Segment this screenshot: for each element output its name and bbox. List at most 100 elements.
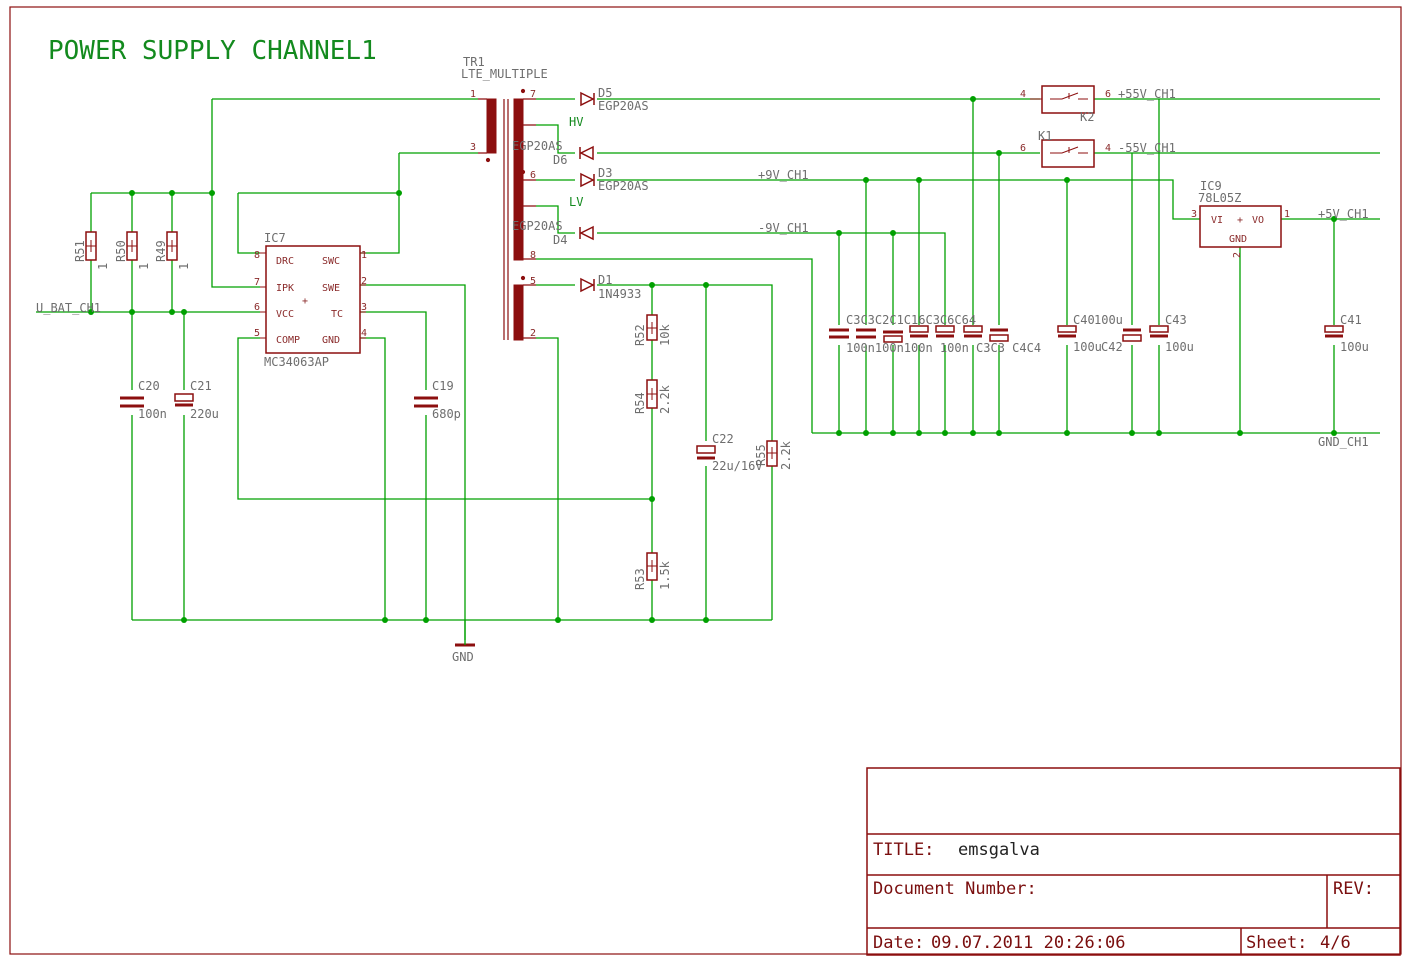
net-label-p55: +55V_CH1 <box>1118 87 1176 101</box>
regulator-ic9 <box>1199 205 1282 248</box>
ic9-pin-1: 1 <box>1284 209 1290 220</box>
k2-pin-6: 6 <box>1105 89 1111 100</box>
title-block-title-label: TITLE: <box>873 840 934 860</box>
c42-ref: C42 <box>1101 340 1123 354</box>
k1-pin-4: 4 <box>1105 143 1111 154</box>
d1-value: 1N4933 <box>598 287 641 301</box>
c20-ref: C20 <box>138 379 160 393</box>
diode-d1 <box>580 277 595 293</box>
schematic-title: POWER SUPPLY CHANNEL1 <box>48 36 377 66</box>
c21-ref: C21 <box>190 379 212 393</box>
ic7-origin-mark: + <box>302 296 308 307</box>
ic7-pin-drc: DRC <box>276 256 294 267</box>
c19-value: 680p <box>432 407 461 421</box>
r52-value: 10k <box>658 324 672 346</box>
r50-ref: R50 <box>114 240 128 262</box>
d5-value: EGP20AS <box>598 99 649 113</box>
tr1-pin-8: 8 <box>530 250 536 261</box>
ic9-plus: + <box>1237 215 1243 226</box>
ic7-value: MC34063AP <box>264 355 329 369</box>
r55-ref: R55 <box>754 444 768 466</box>
c40-value: 100u <box>1073 340 1102 354</box>
sheet-frame <box>9 6 1402 955</box>
r49-value: 1 <box>177 263 191 270</box>
title-block-sheet-label: Sheet: <box>1246 933 1307 953</box>
ic7-pinnum-1: 1 <box>361 250 367 261</box>
net-label-u-bat: U_BAT_CH1 <box>36 301 101 315</box>
c19-ref: C19 <box>432 379 454 393</box>
k2-ref: K2 <box>1080 110 1094 124</box>
c21-value: 220u <box>190 407 219 421</box>
ic9-vi: VI <box>1211 215 1223 226</box>
c43-value: 100u <box>1165 340 1194 354</box>
title-block-docnum-label: Document Number: <box>873 879 1037 899</box>
capacitor-c42 <box>1122 328 1142 342</box>
tr1-pin-1: 1 <box>470 89 476 100</box>
tr1-pin-7: 7 <box>530 89 536 100</box>
c40-ref: C40 <box>1073 313 1095 327</box>
tr1-pin-3: 3 <box>470 142 476 153</box>
relay-k1 <box>1041 139 1095 168</box>
ic7-pinnum-5: 5 <box>254 328 260 339</box>
title-block-sheet-value: 4/6 <box>1320 933 1351 953</box>
k1-pin-6: 6 <box>1020 143 1026 154</box>
resistor-r53 <box>646 552 658 581</box>
ic7-pinnum-6: 6 <box>254 302 260 313</box>
ic7-pin-vcc: VCC <box>276 309 294 320</box>
ic9-pin-2: 2 <box>1232 252 1243 258</box>
diode-d6 <box>579 145 594 161</box>
cap-bank-values: 100n100n100n 100n C3C3 C4C4 <box>846 341 1041 355</box>
net-label-p9: +9V_CH1 <box>758 168 809 182</box>
tr1-pin-2: 2 <box>530 328 536 339</box>
tr1-pin-6: 6 <box>530 170 536 181</box>
capacitor-c21 <box>174 393 194 407</box>
d6-value: EGP20AS <box>512 139 563 153</box>
net-label-p5: +5V_CH1 <box>1318 207 1369 221</box>
title-block-date-value: 09.07.2011 20:26:06 <box>931 933 1125 953</box>
diode-d4 <box>579 225 594 241</box>
d5-ref: D5 <box>598 86 612 100</box>
ic9-value: 78L05Z <box>1198 191 1241 205</box>
transformer-tr1 <box>478 88 536 341</box>
k2-pin-4: 4 <box>1020 89 1026 100</box>
r53-value: 1.5k <box>658 560 672 590</box>
resistor-r54 <box>646 379 658 409</box>
resistor-r52 <box>646 314 658 341</box>
ic9-vo: VO <box>1252 215 1264 226</box>
wire-net <box>36 98 1380 640</box>
cap-bank-refs: C3C3C2C1C16C3C6C64 <box>846 313 976 327</box>
ic7-pin-tc: TC <box>331 309 343 320</box>
lv-label: LV <box>569 195 583 209</box>
ic9-ref: IC9 <box>1200 179 1222 193</box>
diode-d3 <box>580 172 595 188</box>
resistor-r49 <box>166 231 178 261</box>
ic7-pinnum-3: 3 <box>361 302 367 313</box>
r53-ref: R53 <box>633 568 647 590</box>
tr1-ref: TR1 <box>463 55 485 69</box>
ic7-body <box>260 245 366 354</box>
title-block-date-label: Date: <box>873 933 924 953</box>
resistor-r50 <box>126 231 138 261</box>
tr1-value: LTE_MULTIPLE <box>461 67 548 81</box>
capacitor-c20 <box>120 396 144 408</box>
r51-ref: R51 <box>73 240 87 262</box>
capacitor-c22 <box>696 445 716 460</box>
ic7-pin-swe: SWE <box>322 283 340 294</box>
capacitor-c19 <box>414 396 438 408</box>
ic7-pinnum-7: 7 <box>254 277 260 288</box>
ic7-pin-gnd: GND <box>322 335 340 346</box>
c22-value: 22u/16V <box>712 459 763 473</box>
d4-ref: D4 <box>553 233 567 247</box>
junction-dots <box>88 96 1337 623</box>
ic7-pin-swc: SWC <box>322 256 340 267</box>
ic7-pinnum-8: 8 <box>254 250 260 261</box>
ic7-pin-ipk: IPK <box>276 283 294 294</box>
k1-ref: K1 <box>1038 129 1052 143</box>
c41-ref: C41 <box>1340 313 1362 327</box>
c20-value: 100n <box>138 407 167 421</box>
hv-label: HV <box>569 115 583 129</box>
ic7-pinnum-4: 4 <box>361 328 367 339</box>
ic9-pin-3: 3 <box>1191 209 1197 220</box>
r52-ref: R52 <box>633 324 647 346</box>
